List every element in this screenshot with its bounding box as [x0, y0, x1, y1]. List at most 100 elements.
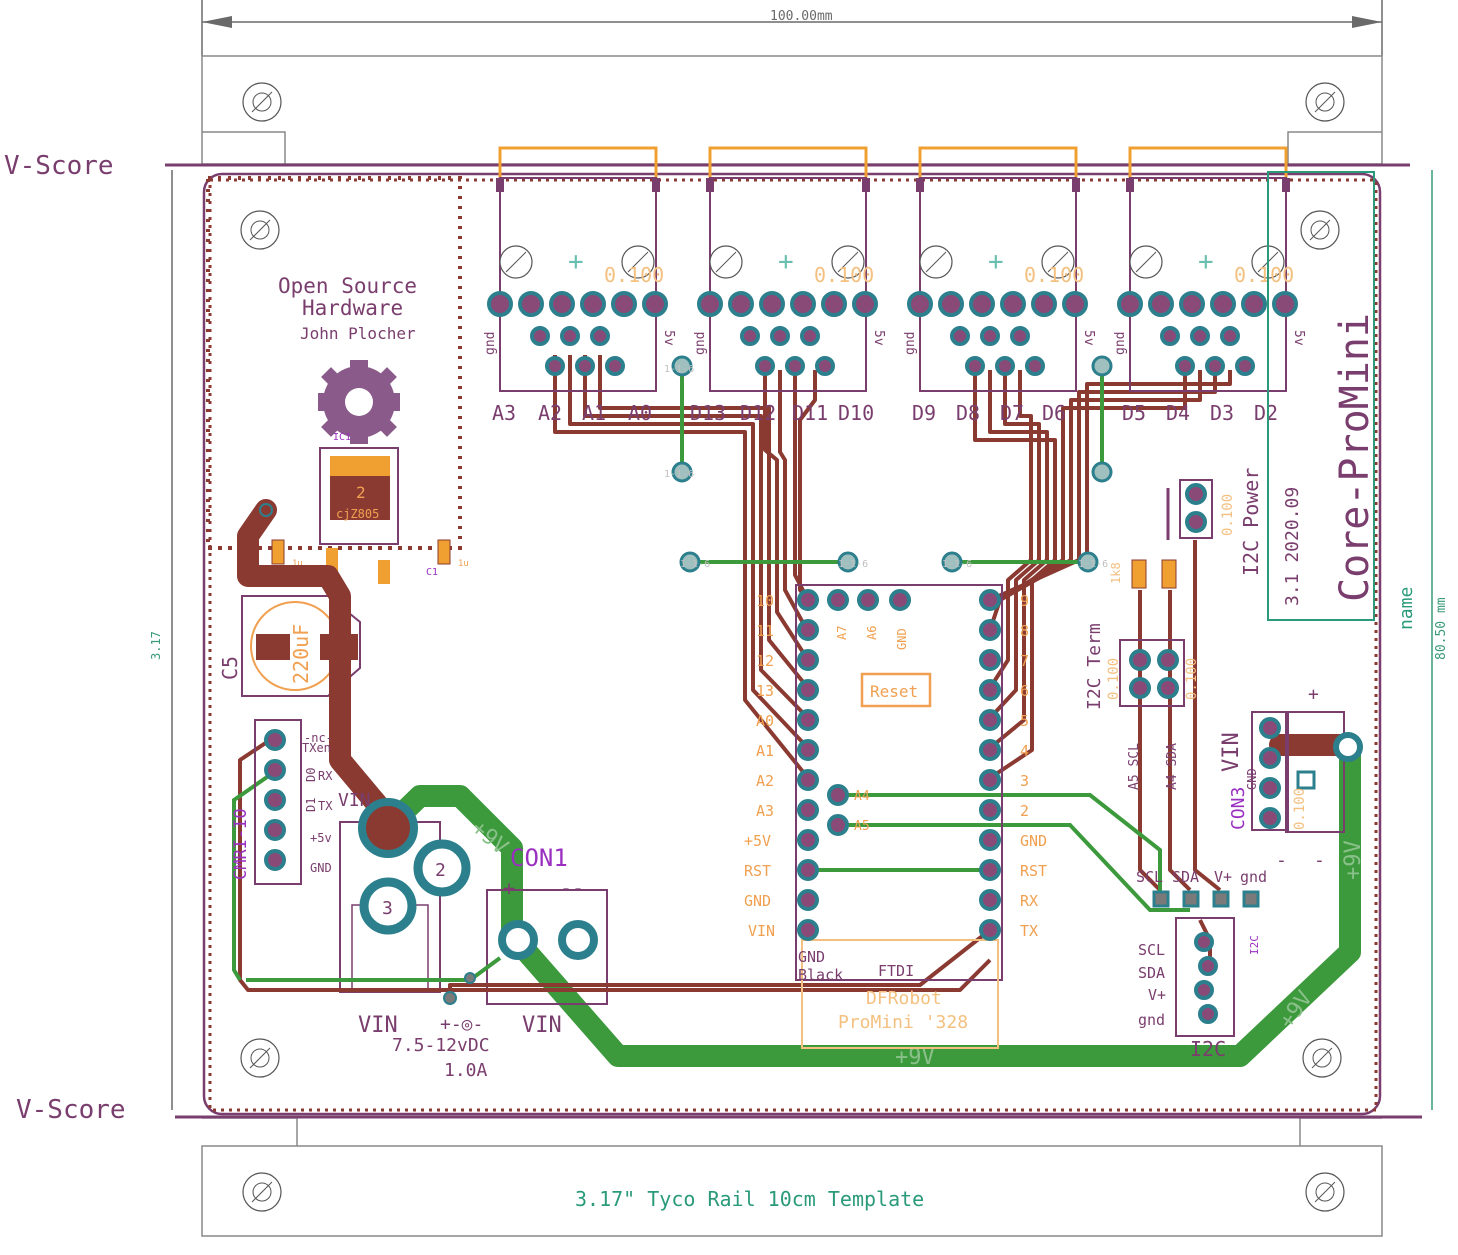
right-pin-label: 9 — [1020, 592, 1029, 610]
cap-c1-value: 1u — [458, 559, 469, 569]
i2c-top-label: SDA — [1172, 868, 1199, 886]
i2c-side-label: SCL — [1138, 941, 1165, 959]
oshw-gear-icon — [318, 360, 400, 444]
cmri-io-header: CMRI-IO -nc- TXen RX TX +5v GND D0 D1 — [231, 719, 333, 885]
rail-label-con3: +9V — [1341, 840, 1366, 880]
i2c-ref: I2C — [1190, 1037, 1226, 1061]
promini-model: ProMini '328 — [838, 1012, 968, 1033]
right-pin-label: 7 — [1020, 652, 1029, 670]
gnd-black-1: GND — [798, 948, 825, 966]
con1-ref: CON1 — [510, 844, 568, 872]
jack-spec2: 1.0A — [444, 1060, 488, 1081]
i2c-top-label: V+ — [1214, 868, 1232, 886]
power-jack: 2 3 VIN VIN +-◎- 7.5-12vDC 1.0A — [338, 790, 490, 1081]
mount-hole-icon — [1305, 82, 1345, 122]
regulator-ref: IC1 — [333, 432, 351, 443]
svg-text:+: + — [1198, 247, 1214, 277]
i2c-top-label: gnd — [1240, 868, 1267, 886]
connector-5v: 5v — [871, 330, 886, 346]
dimension-top: 100.00mm — [201, 0, 1383, 56]
connector-j3: + 0.100 gnd 5v D9 D8 D7 D6 — [903, 146, 1096, 425]
cmri-label: +5v — [310, 831, 332, 845]
cap-c2-value: 1u — [292, 559, 303, 569]
mount-hole-icon — [242, 82, 282, 122]
svg-text:+: + — [568, 247, 584, 277]
connector-pins-label: 0.100 — [604, 263, 664, 287]
connector-pins-label: 0.100 — [1024, 263, 1084, 287]
connector-label: D3 — [1210, 401, 1234, 425]
i2c-power-pins: 0.100 — [1220, 494, 1236, 536]
inner-pin-a4: A4 — [854, 789, 870, 804]
connector-label: D6 — [1042, 401, 1066, 425]
v-score-top-label: V-Score — [4, 151, 114, 181]
left-pin-label: 13 — [756, 682, 774, 700]
jack-pin3: 3 — [382, 898, 393, 919]
i2c-power-header: I2C Power 0.100 1k8 — [1109, 468, 1263, 589]
gnd-black-2: Black — [798, 966, 843, 984]
left-pin-label: 12 — [756, 652, 774, 670]
con3-gnd: GND — [1245, 768, 1259, 790]
cmri-d1: D1 — [304, 798, 318, 812]
right-pin-label: TX — [1020, 922, 1038, 940]
i2c-side-label: SDA — [1138, 964, 1165, 982]
connector-label: D7 — [1000, 401, 1024, 425]
left-pin-label: A3 — [756, 802, 774, 820]
jumper-label: 1-1-6 — [680, 559, 710, 570]
board-version: 3.1 2020.09 — [1282, 487, 1303, 606]
i2c-ref-small: I2C — [1248, 935, 1261, 955]
jumper-label: 1-1-6 — [1078, 559, 1108, 570]
mount-hole-icon — [1305, 1172, 1345, 1212]
oshw-line2: Hardware — [302, 296, 403, 320]
connector-label: A3 — [492, 401, 516, 425]
dimension-right-label: 80.50 mm — [1434, 597, 1449, 660]
con3-vin: VIN — [1219, 732, 1244, 772]
connector-gnd: gnd — [903, 332, 918, 355]
i2c-term-pins-2: 0.100 — [1184, 658, 1200, 700]
right-pin-label: 4 — [1020, 742, 1029, 760]
v-score-bottom-label: V-Score — [16, 1095, 126, 1125]
i2c-term-header: I2C Term 0.100 0.100 A5 SCL A4 SDA — [1084, 623, 1200, 790]
cap-c1-label: C1 — [426, 567, 438, 578]
con3-minus: - — [1314, 850, 1325, 871]
svg-text:+: + — [988, 247, 1004, 277]
con3-ref: CON3 — [1228, 787, 1249, 830]
capacitor-c5: C5 220uF — [218, 595, 361, 697]
i2c-a4: A4 SDA — [1165, 743, 1180, 790]
c5-value: 220uF — [289, 624, 313, 684]
connector-gnd: gnd — [483, 332, 498, 355]
i2c-header: SCL SDA V+ gnd SCL SDA V+ gnd I2C I2C — [1136, 868, 1267, 1061]
mount-hole-icon — [1300, 210, 1340, 250]
connector-label: D2 — [1254, 401, 1278, 425]
regulator-pin: 2 — [356, 483, 366, 502]
connector-label: D4 — [1166, 401, 1190, 425]
oshw-line1: Open Source — [278, 274, 417, 298]
regulator-ic1: 2 cjZ805 IC1 C2 C1 1u 1u — [262, 432, 469, 584]
jack-pin2: 2 — [435, 860, 446, 881]
svg-text:+: + — [778, 247, 794, 277]
connector-label: D11 — [792, 401, 828, 425]
c5-ref: C5 — [218, 656, 242, 680]
jack-vin-bottom: VIN — [358, 1013, 398, 1038]
jumper-pads: 1-1-6 1-1-6 1-1-6 1-1-6 1-1-6 1-1-6 — [664, 355, 1113, 573]
i2c-side-label: V+ — [1148, 986, 1166, 1004]
left-pin-label: RST — [744, 862, 771, 880]
connector-gnd: gnd — [1113, 332, 1128, 355]
left-pin-label: 10 — [756, 592, 774, 610]
title-block: Core-ProMini 3.1 2020.09 name — [1267, 171, 1417, 630]
right-pin-label: 8 — [1020, 622, 1029, 640]
connector-5v: 5v — [1081, 330, 1096, 346]
cmri-d0: D0 — [304, 768, 318, 782]
jumper-label: 1-1-6 — [942, 559, 972, 570]
con3-pins: 0.100 — [1292, 788, 1308, 830]
i2c-power-sub: 1k8 — [1109, 562, 1123, 584]
right-pin-label: 5 — [1020, 712, 1029, 730]
connector-label: D10 — [838, 401, 874, 425]
i2c-a5: A5 SCL — [1127, 743, 1142, 790]
connector-label: A1 — [582, 401, 606, 425]
connector-label: D12 — [740, 401, 776, 425]
connector-pins-label: 0.100 — [814, 263, 874, 287]
con3-plus: + — [1308, 684, 1319, 705]
rail-label-bottom: +9V — [895, 1045, 935, 1070]
mount-hole-icon — [240, 1038, 280, 1078]
